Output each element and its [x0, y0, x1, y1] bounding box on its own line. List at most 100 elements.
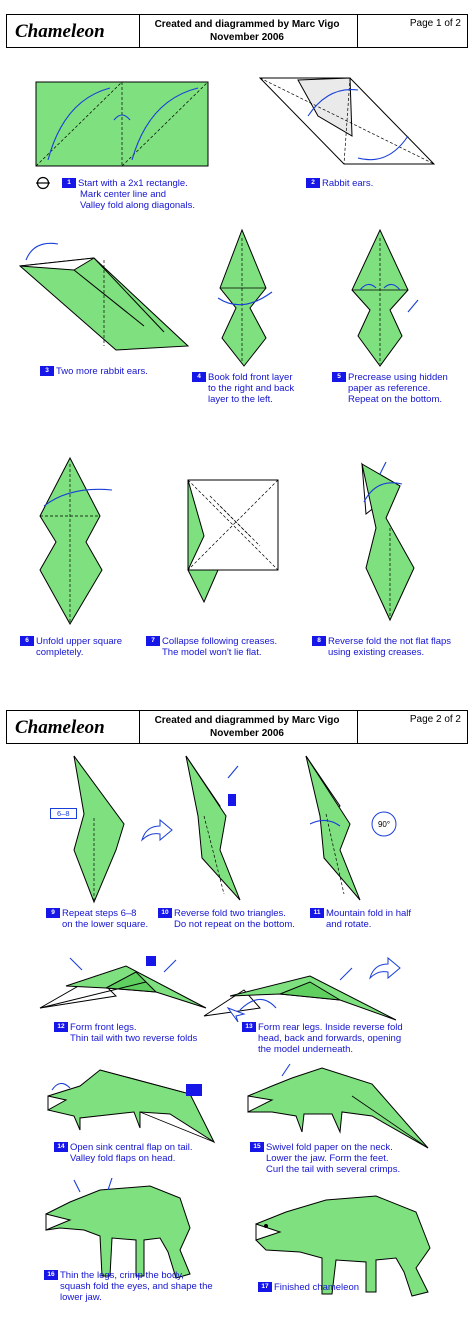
step-text: Swivel fold paper on the neck.	[266, 1142, 393, 1153]
rotation-label: 90°	[378, 820, 390, 829]
step-text: Thin tail with two reverse folds	[70, 1033, 198, 1044]
step9-diagram	[73, 755, 125, 904]
page1-header: Chameleon Created and diagrammed by Marc…	[6, 14, 468, 48]
page1-page-label: Page 1 of 2	[409, 18, 461, 29]
header-divider	[139, 711, 140, 743]
step10-diagram	[185, 755, 241, 901]
step-text: Form front legs.	[70, 1022, 137, 1033]
step-text: Repeat steps 6–8	[62, 908, 137, 919]
step-text: the model underneath.	[258, 1044, 354, 1055]
step-text: Valley fold along diagonals.	[80, 200, 195, 211]
repeat-steps-reference-box: 6–8	[50, 808, 77, 819]
step8-diagram	[361, 461, 415, 622]
step12-diagram	[39, 957, 207, 1009]
page2-credit-author: Created and diagrammed by Marc Vigo	[154, 715, 340, 726]
step-number: 8	[312, 636, 326, 646]
turn-over-arrow-icon	[140, 818, 173, 842]
step-text: head, back and forwards, opening	[258, 1033, 402, 1044]
step-text: Open sink central flap on tail.	[70, 1142, 193, 1153]
step-text: Curl the tail with several crimps.	[266, 1164, 401, 1175]
step5-diagram	[351, 228, 419, 367]
step-text: on the lower square.	[62, 919, 149, 930]
step-text: Mark center line and	[80, 189, 167, 200]
step-number: 6	[20, 636, 34, 646]
step-number: 13	[242, 1022, 256, 1032]
step-number: 10	[158, 908, 172, 918]
rotate-90-icon: 90°	[371, 811, 397, 837]
step-text: Start with a 2x1 rectangle.	[78, 178, 188, 189]
step17-diagram	[255, 1195, 431, 1297]
page2-header: Chameleon Created and diagrammed by Marc…	[6, 710, 468, 744]
page1-title: Chameleon	[15, 21, 105, 42]
step-text: Mountain fold in half	[326, 908, 412, 919]
page2-credit-date: November 2006	[210, 728, 284, 739]
turn-over-arrow-icon	[368, 956, 401, 980]
page2-credit: Created and diagrammed by Marc Vigo Nove…	[147, 714, 347, 740]
step-text: Finished chameleon	[274, 1282, 360, 1293]
step-number: 14	[54, 1142, 68, 1152]
header-divider	[139, 15, 140, 47]
step-number: 17	[258, 1282, 272, 1292]
step-text: Unfold upper square	[36, 636, 123, 647]
step-text: layer to the left.	[208, 394, 273, 405]
step-text: to the right and back	[208, 383, 295, 394]
step6-diagram	[39, 456, 113, 626]
page2-page-label: Page 2 of 2	[409, 714, 461, 725]
step-number: 5	[332, 372, 346, 382]
step10-marker	[228, 794, 236, 806]
step-number: 15	[250, 1142, 264, 1152]
step-number: 1	[62, 178, 76, 188]
step14-diagram	[47, 1069, 216, 1144]
header-divider	[357, 15, 358, 47]
step11-diagram	[305, 755, 361, 901]
step-text: Book fold front layer	[208, 372, 293, 383]
reference-label: 6–8	[57, 809, 70, 818]
step-number: 11	[310, 908, 324, 918]
step-text: paper as reference.	[348, 383, 431, 394]
push-arrow-icon	[226, 1006, 246, 1023]
step12-marker	[146, 956, 156, 966]
step-text: The model won't lie flat.	[162, 647, 262, 658]
step-text: Precrease using hidden	[348, 372, 448, 383]
step-text: and rotate.	[326, 919, 372, 930]
step1-diagram	[35, 81, 209, 167]
step-text: Form rear legs. Inside reverse fold	[258, 1022, 403, 1033]
step-number: 2	[306, 178, 320, 188]
page1-credit-date: November 2006	[210, 32, 284, 43]
step-number: 12	[54, 1022, 68, 1032]
step4-diagram	[217, 228, 273, 367]
page2-title: Chameleon	[15, 717, 105, 738]
step-text: completely.	[36, 647, 84, 658]
mountain-fold-symbol-icon	[36, 176, 50, 190]
step-number: 4	[192, 372, 206, 382]
step-text: lower jaw.	[60, 1292, 102, 1303]
step-number: 16	[44, 1270, 58, 1280]
step-number: 7	[146, 636, 160, 646]
step-text: Repeat on the bottom.	[348, 394, 443, 405]
step-text: Valley fold flaps on head.	[70, 1153, 176, 1164]
header-divider	[357, 711, 358, 743]
step15-diagram	[247, 1063, 429, 1149]
step-text: Lower the jaw. Form the feet.	[266, 1153, 389, 1164]
step-text: Two more rabbit ears.	[56, 366, 148, 377]
step3-diagram	[18, 242, 190, 351]
page1-credit-author: Created and diagrammed by Marc Vigo	[154, 19, 340, 30]
step7-diagram	[187, 479, 279, 604]
